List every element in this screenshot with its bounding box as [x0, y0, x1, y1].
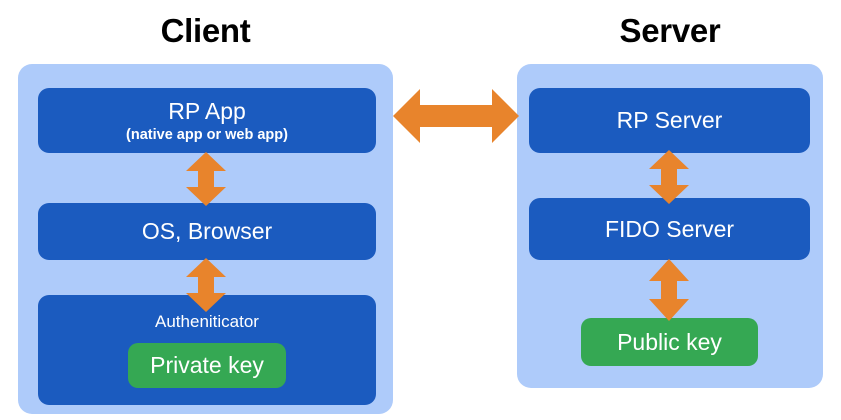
box-fido-server: FIDO Server: [529, 198, 810, 260]
public-key-pill: Public key: [581, 318, 758, 366]
page-title-client: Client: [160, 12, 251, 49]
box-os-browser: OS, Browser: [38, 203, 376, 260]
page-title-server: Server: [619, 12, 721, 49]
box-rp-server: RP Server: [529, 88, 810, 153]
double-arrow-vertical-icon: [649, 259, 689, 321]
private-key-label: Private key: [150, 352, 264, 378]
private-key-pill: Private key: [128, 343, 286, 388]
box-rp-server-title: RP Server: [616, 107, 723, 133]
box-rp-app-title: RP App: [168, 97, 246, 124]
box-rp-app: RP App (native app or web app): [38, 88, 376, 153]
double-arrow-vertical-icon: [186, 152, 226, 206]
double-arrow-vertical-icon: [649, 150, 689, 204]
box-authenticator-title: Autheniticator: [155, 312, 259, 331]
double-arrow-vertical-icon: [186, 258, 226, 312]
public-key-label: Public key: [617, 328, 722, 355]
box-fido-server-title: FIDO Server: [604, 215, 735, 242]
box-os-browser-title: OS, Browser: [141, 218, 273, 244]
double-arrow-horizontal-icon: [393, 89, 519, 143]
box-rp-app-subtitle: (native app or web app): [126, 126, 288, 143]
